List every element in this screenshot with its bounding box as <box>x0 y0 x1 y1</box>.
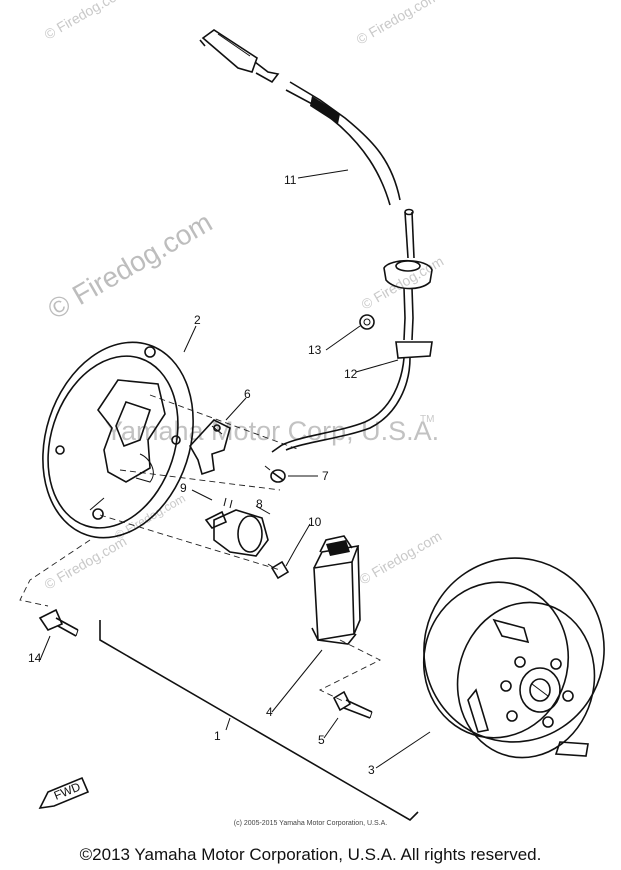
watermark-tm: TM <box>420 414 434 425</box>
callout-13: 13 <box>308 343 322 357</box>
condenser-part-8 <box>204 497 269 557</box>
callout-9: 9 <box>180 481 187 495</box>
ignition-coil-part-4 <box>311 535 361 645</box>
callout-7: 7 <box>322 469 329 483</box>
copyright-notice: ©2013 Yamaha Motor Corporation, U.S.A. A… <box>79 845 542 864</box>
small-copyright: (c) 2005-2015 Yamaha Motor Corporation, … <box>233 820 388 827</box>
clamp-part-12 <box>271 341 433 453</box>
watermark-bl: © Firedog.com <box>42 533 130 593</box>
callout-5: 5 <box>318 733 325 747</box>
callout-4: 4 <box>266 705 273 719</box>
watermark-tr: © Firedog.com <box>354 0 442 48</box>
callout-labels: 11 13 12 2 6 7 9 8 10 4 5 3 1 14 <box>28 173 375 777</box>
cable-part-11 <box>199 29 433 341</box>
callout-2: 2 <box>194 313 201 327</box>
leader-lines <box>39 169 431 769</box>
bolt-part-5 <box>332 690 373 719</box>
watermark-layer: © Firedog.com © Firedog.com © Firedog.co… <box>42 0 447 593</box>
stator-plate-part-2 <box>42 341 194 539</box>
callout-3: 3 <box>368 763 375 777</box>
flywheel-part-3 <box>422 557 605 759</box>
watermark-tl: © Firedog.com <box>42 0 130 43</box>
callout-1: 1 <box>214 729 221 743</box>
callout-12: 12 <box>344 367 358 381</box>
callout-11: 11 <box>284 173 297 187</box>
watermark-br: © Firedog.com <box>357 528 445 588</box>
callout-8: 8 <box>256 497 263 511</box>
nut-part-13 <box>359 314 375 330</box>
watermark-big: © Firedog.com <box>43 206 218 325</box>
fwd-arrow-icon: FWD <box>38 776 90 810</box>
screw-part-10 <box>267 560 290 580</box>
watermark-corp: Yamaha Motor Corp, U.S.A. <box>105 416 439 446</box>
callout-10: 10 <box>308 515 322 529</box>
screw-part-7 <box>264 465 286 483</box>
callout-6: 6 <box>244 387 251 401</box>
breaker-points-part-6 <box>189 419 231 476</box>
callout-14: 14 <box>28 651 42 665</box>
screw-part-14 <box>38 608 79 637</box>
assembly-lines <box>19 394 382 703</box>
fwd-label: FWD <box>52 779 83 802</box>
assembly-bracket-part-1 <box>99 620 419 822</box>
